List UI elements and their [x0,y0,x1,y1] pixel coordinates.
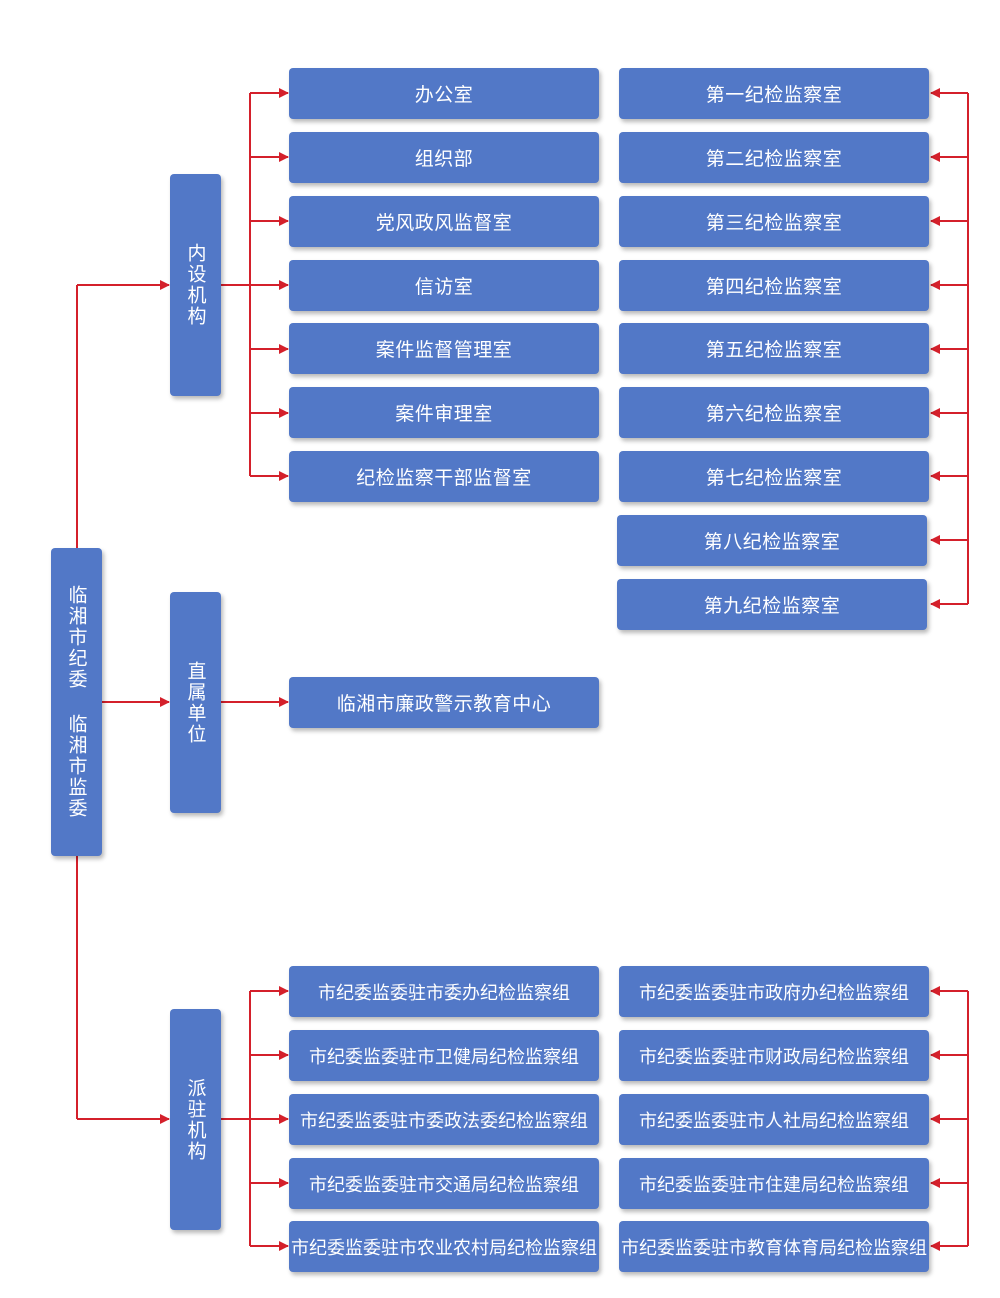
category-direct: 直属单位 [170,592,221,813]
node-label: 第二纪检监察室 [705,148,843,170]
dispatched-group: 市纪委监委驻市农业农村局纪检监察组 [289,1221,599,1272]
dispatched-group: 市纪委监委驻市交通局纪检监察组 [289,1158,599,1209]
inspection-office: 第五纪检监察室 [619,323,929,374]
node-label: 案件监督管理室 [375,339,513,361]
internal-office: 案件监督管理室 [289,323,599,374]
node-label: 市纪委监委驻市交通局纪检监察组 [309,1174,579,1196]
internal-office: 办公室 [289,68,599,119]
inspection-office: 第一纪检监察室 [619,68,929,119]
dispatched-group: 市纪委监委驻市委政法委纪检监察组 [289,1094,599,1145]
internal-office: 信访室 [289,260,599,311]
node-label: 第四纪检监察室 [705,276,843,298]
node-label: 办公室 [414,84,474,106]
node-label: 第五纪检监察室 [705,339,843,361]
node-label: 组织部 [414,148,474,170]
node-label: 市纪委监委驻市财政局纪检监察组 [639,1046,909,1068]
node-label: 市纪委监委驻市委政法委纪检监察组 [300,1110,588,1132]
inspection-office: 第三纪检监察室 [619,196,929,247]
node-label: 临湘市廉政警示教育中心 [336,693,552,715]
node-label: 第六纪检监察室 [705,403,843,425]
node-label: 市纪委监委驻市农业农村局纪检监察组 [291,1237,597,1259]
direct-unit: 临湘市廉政警示教育中心 [289,677,599,728]
dispatched-group: 市纪委监委驻市政府办纪检监察组 [619,966,929,1017]
node-label: 市纪委监委驻市住建局纪检监察组 [639,1174,909,1196]
inspection-office: 第二纪检监察室 [619,132,929,183]
category-label: 直属单位 [184,660,207,745]
inspection-office: 第八纪检监察室 [617,515,927,566]
root-label: 临湘市纪委 临湘市监委 [65,585,88,819]
node-label: 信访室 [414,276,474,298]
node-label: 第九纪检监察室 [703,595,841,617]
node-label: 市纪委监委驻市教育体育局纪检监察组 [621,1237,927,1259]
node-label: 第八纪检监察室 [703,531,841,553]
node-label: 市纪委监委驻市人社局纪检监察组 [639,1110,909,1132]
dispatched-group: 市纪委监委驻市教育体育局纪检监察组 [619,1221,929,1272]
node-label: 第一纪检监察室 [705,84,843,106]
dispatched-group: 市纪委监委驻市人社局纪检监察组 [619,1094,929,1145]
inspection-office: 第七纪检监察室 [619,451,929,502]
dispatched-group: 市纪委监委驻市卫健局纪检监察组 [289,1030,599,1081]
internal-office: 组织部 [289,132,599,183]
inspection-office: 第六纪检监察室 [619,387,929,438]
node-label: 第七纪检监察室 [705,467,843,489]
internal-office: 案件审理室 [289,387,599,438]
dispatched-group: 市纪委监委驻市财政局纪检监察组 [619,1030,929,1081]
node-label: 市纪委监委驻市政府办纪检监察组 [639,982,909,1004]
dispatched-group: 市纪委监委驻市委办纪检监察组 [289,966,599,1017]
node-label: 纪检监察干部监督室 [356,467,532,489]
inspection-office: 第九纪检监察室 [617,579,927,630]
node-label: 市纪委监委驻市卫健局纪检监察组 [309,1046,579,1068]
category-label: 派驻机构 [184,1077,207,1162]
dispatched-group: 市纪委监委驻市住建局纪检监察组 [619,1158,929,1209]
node-label: 案件审理室 [395,403,493,425]
inspection-office: 第四纪检监察室 [619,260,929,311]
internal-office: 纪检监察干部监督室 [289,451,599,502]
node-label: 党风政风监督室 [375,212,513,234]
category-label: 内设机构 [184,243,207,327]
category-internal: 内设机构 [170,174,221,396]
internal-office: 党风政风监督室 [289,196,599,247]
root-node: 临湘市纪委 临湘市监委 [51,548,102,856]
category-dispatched: 派驻机构 [170,1009,221,1230]
node-label: 第三纪检监察室 [705,212,843,234]
node-label: 市纪委监委驻市委办纪检监察组 [318,982,570,1004]
